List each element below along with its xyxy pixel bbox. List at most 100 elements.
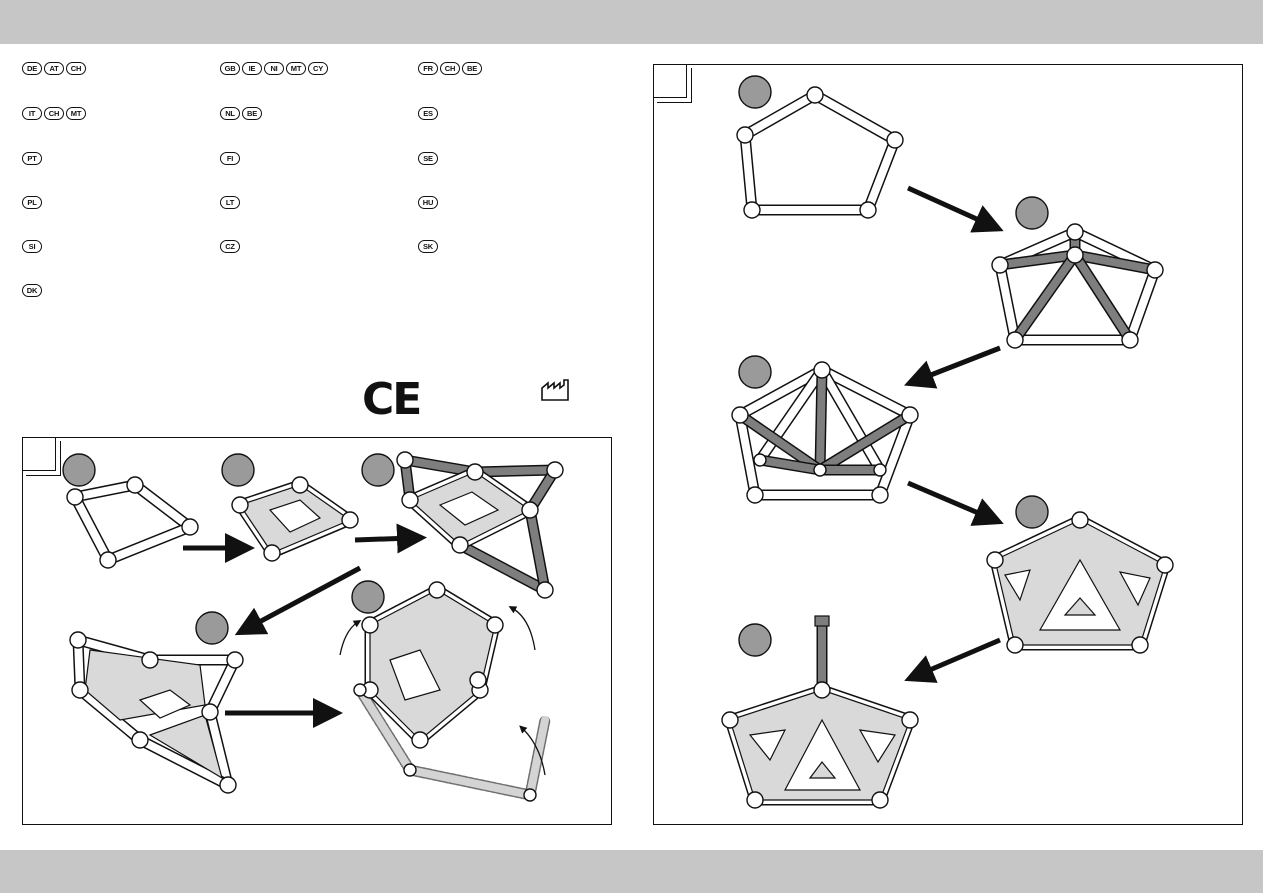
step-circle (361, 453, 395, 487)
rod-fill (996, 261, 1019, 344)
connector-ball (523, 788, 537, 802)
connector-ball (466, 463, 484, 481)
rod-fill (76, 686, 144, 744)
rod-fill (736, 411, 824, 474)
connector-ball (126, 476, 144, 494)
language-badge-group: PT (22, 152, 42, 165)
language-badge-group: HU (418, 196, 438, 209)
country-code-badge: SI (22, 240, 42, 253)
rod-fill (471, 466, 559, 476)
rod-fill (864, 136, 899, 214)
connector-ball (401, 491, 419, 509)
arrow-icon (904, 345, 1001, 389)
connector-ball (746, 486, 764, 504)
country-code-badge: PL (22, 196, 42, 209)
step-circle (195, 611, 229, 645)
connector-ball (263, 544, 281, 562)
country-code-badge: NL (220, 107, 240, 120)
connector-ball (743, 201, 761, 219)
step-circle (351, 580, 385, 614)
connector-ball (1121, 331, 1139, 349)
triangle-panel (1038, 558, 1122, 631)
rod-fill (736, 366, 826, 419)
country-code-badge: FR (418, 62, 438, 75)
connector-ball (181, 518, 199, 536)
connector-ball (131, 731, 149, 749)
country-code-badge: IE (242, 62, 262, 75)
rod-fill (818, 366, 914, 419)
rod-fill (811, 91, 899, 144)
triangle-panel (1004, 569, 1031, 602)
connector-ball (231, 496, 249, 514)
rod-fill (131, 481, 194, 531)
panel-window (268, 499, 322, 533)
connector-ball (813, 463, 827, 477)
panel-window (389, 649, 441, 701)
step-circle (62, 453, 96, 487)
connector-ball (901, 711, 919, 729)
connector-ball (901, 406, 919, 424)
connector-ball (871, 486, 889, 504)
rod-fill (1071, 251, 1134, 344)
connector-ball (226, 651, 244, 669)
country-code-badge: DK (22, 284, 42, 297)
triangle-panel (784, 718, 862, 791)
factory-icon (541, 379, 569, 401)
arrow-icon (354, 523, 427, 554)
connector-ball (546, 461, 564, 479)
rod-fill (736, 411, 759, 499)
triangle-panel (858, 729, 897, 764)
country-code-badge: MT (286, 62, 306, 75)
triangle-panel (1118, 571, 1151, 607)
rod-fill (818, 366, 884, 474)
rod-fill (741, 91, 819, 139)
rod-fill (816, 366, 826, 474)
triangle-panel (748, 729, 787, 762)
instruction-panel-2 (653, 64, 1243, 825)
rod-fill (1126, 266, 1159, 344)
connector-ball (1066, 246, 1084, 264)
connector-ball (1156, 556, 1174, 574)
rod-fill (756, 366, 826, 464)
rod-fill (996, 251, 1079, 269)
step-circle (221, 453, 255, 487)
step-circle (738, 75, 772, 109)
bottom-band (0, 850, 1263, 893)
connector-ball (428, 581, 446, 599)
connector-ball (361, 616, 379, 634)
rotate-arrow-icon (519, 725, 546, 776)
connector-ball (451, 536, 469, 554)
connector-ball (341, 511, 359, 529)
connector-ball (1131, 636, 1149, 654)
connector-ball (486, 616, 504, 634)
connector-ball (141, 651, 159, 669)
ce-mark: CE (362, 374, 422, 425)
panel-window (138, 689, 192, 719)
triangle-panel (148, 714, 223, 780)
country-code-badge: PT (22, 152, 42, 165)
country-code-badge: LT (220, 196, 240, 209)
rod-fill (136, 736, 232, 789)
connector-ball (291, 476, 309, 494)
rod-fill (1071, 251, 1159, 274)
connector-ball (753, 453, 767, 467)
connector-ball (806, 86, 824, 104)
rod-fill (104, 523, 194, 564)
step-circle (1015, 196, 1049, 230)
step-circle (1015, 495, 1049, 529)
connector-ball (873, 463, 887, 477)
language-badge-group: DK (22, 284, 42, 297)
connector-ball (1146, 261, 1164, 279)
rotate-arrow-icon (339, 619, 362, 656)
connector-ball (219, 776, 237, 794)
connector-ball (396, 451, 414, 469)
step-circle (738, 355, 772, 389)
triangle-window (808, 761, 837, 779)
connector-ball (201, 703, 219, 721)
rod-fill (756, 456, 824, 474)
connector-ball (71, 681, 89, 699)
rod-fill (206, 656, 239, 716)
